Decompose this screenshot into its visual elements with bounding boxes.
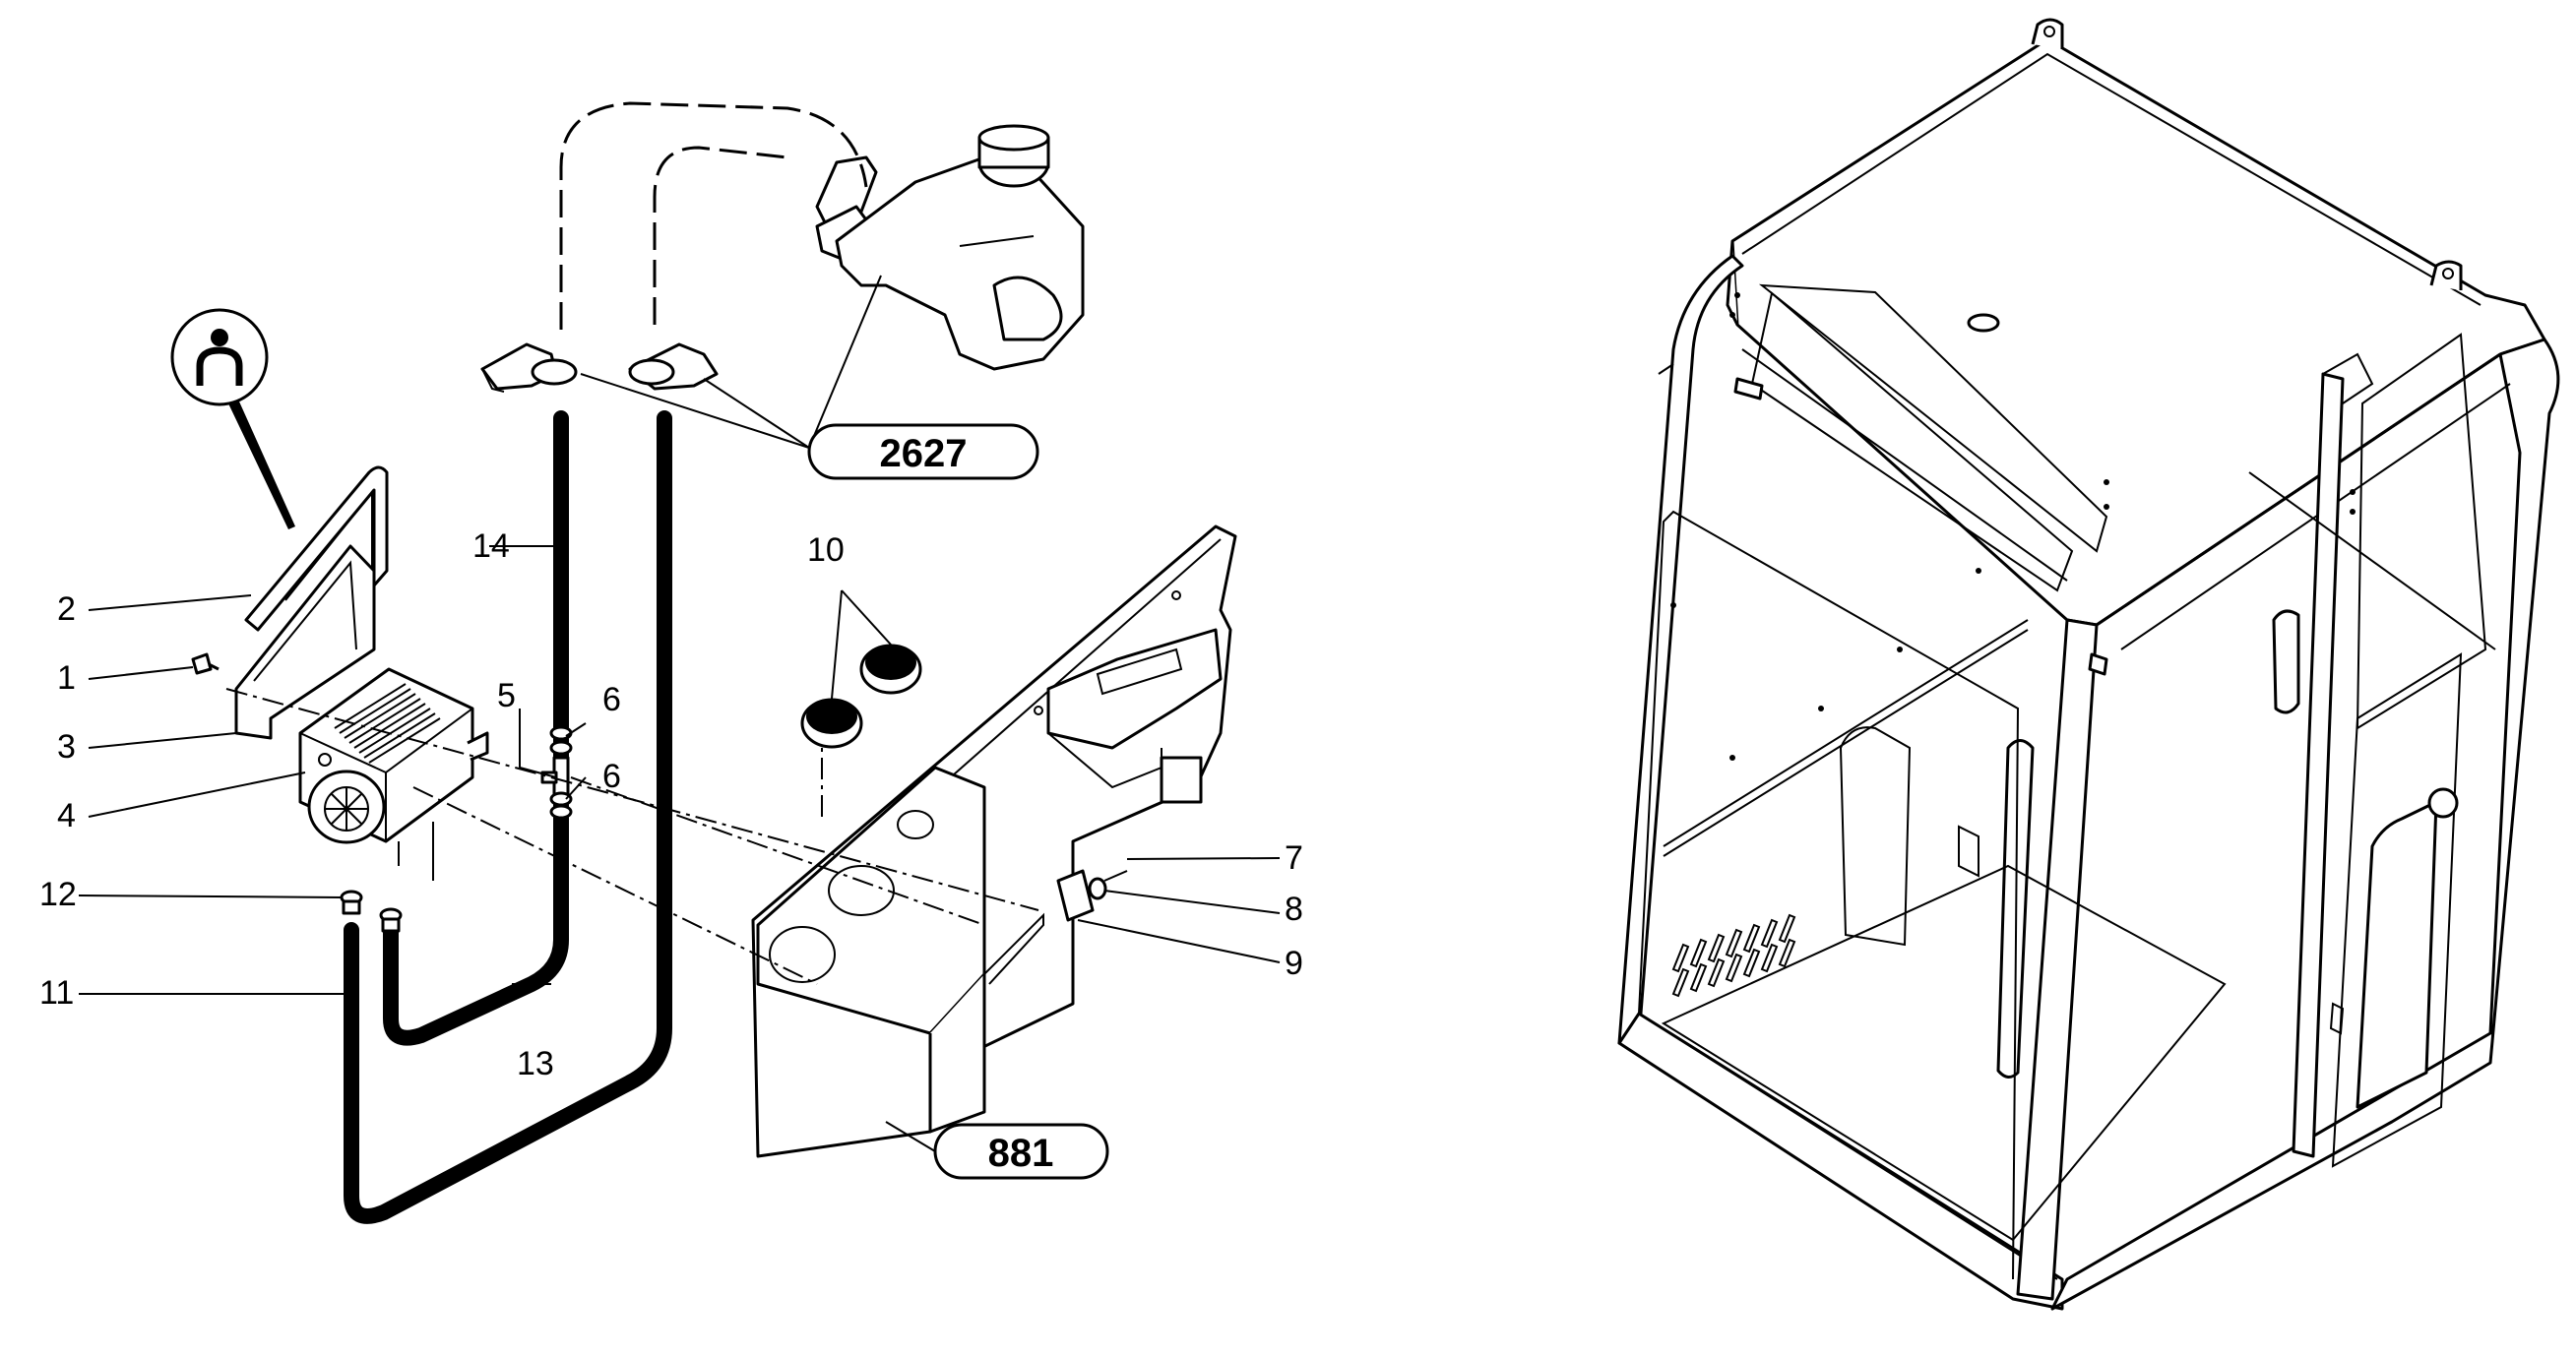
heater-base-plate-part [234, 544, 376, 740]
callout-9: 9 [1285, 945, 1303, 982]
routing-dash-2 [653, 146, 788, 325]
hose-11 [344, 410, 672, 1224]
water-valve-part [480, 342, 719, 393]
ref-881-label: 881 [988, 1132, 1054, 1175]
screw-part [191, 652, 220, 675]
callout-5: 5 [497, 677, 516, 714]
callout-11: 11 [39, 974, 74, 1012]
console-panel-part [751, 524, 1237, 1158]
routing-dash-1 [559, 101, 868, 330]
ref-box-2627[interactable]: 2627 [807, 423, 1039, 480]
callout-4: 4 [57, 797, 76, 834]
callout-2: 2 [57, 590, 76, 628]
callout-10: 10 [807, 531, 845, 569]
hose-clamp-part [340, 890, 403, 933]
plug-part [800, 644, 922, 749]
callout-3: 3 [57, 728, 76, 766]
hose-13 [383, 794, 569, 1046]
tee-connector-part [540, 725, 573, 820]
water-pump-part [815, 124, 1085, 371]
callout-13: 13 [517, 1045, 554, 1082]
magnet-symbol-icon [170, 308, 295, 529]
leader-2627 [580, 275, 882, 449]
cover-bracket-part [244, 465, 389, 632]
callout-14: 14 [472, 527, 510, 565]
callout-6a: 6 [602, 681, 621, 718]
callout-7: 7 [1285, 839, 1303, 877]
ref-box-881[interactable]: 881 [933, 1123, 1109, 1180]
leader-lines [78, 545, 1281, 1152]
callout-12: 12 [39, 876, 77, 913]
callout-6b: 6 [602, 758, 621, 795]
assembly-line-3 [570, 776, 985, 926]
callout-1: 1 [57, 659, 76, 697]
operator-cab [1617, 18, 2560, 1311]
assembly-line-2 [412, 786, 818, 985]
callout-8: 8 [1285, 891, 1303, 928]
bracket-part [1056, 869, 1128, 922]
heater-unit-part [298, 667, 489, 881]
ref-2627-label: 2627 [880, 432, 968, 475]
